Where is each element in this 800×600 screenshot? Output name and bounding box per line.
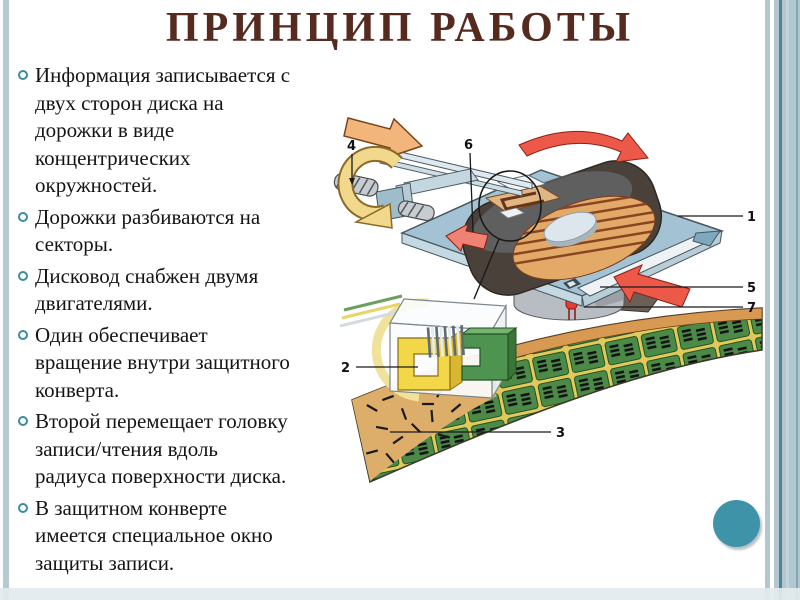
magnifier-circle: [473, 170, 542, 300]
label-6: 6: [464, 138, 473, 153]
callout-labels: [349, 152, 743, 433]
bullet-text: Информация записывается с двух сторон ди…: [35, 63, 291, 197]
bullet-text: Дисковод снабжен двумя двигателями.: [35, 263, 259, 316]
label-4: 4: [347, 139, 356, 154]
insert-arrow-icon: [613, 264, 691, 308]
right-accent-stripes: [764, 0, 800, 600]
head-carriage: [375, 148, 533, 222]
screw-rotation-arrow-icon: [337, 145, 403, 229]
right-medium-line: [796, 0, 798, 600]
disk-hub: [543, 211, 597, 243]
label-5: 5: [747, 281, 756, 296]
rotation-arrow-icon: [518, 130, 649, 163]
floppy-disk: [399, 160, 725, 308]
right-dark-line: [779, 0, 782, 600]
bullet-item: Дорожки разбиваются на секторы.: [16, 204, 334, 259]
label-3: 3: [556, 426, 565, 441]
coil-windings: [426, 325, 465, 358]
right-thin-stripe: [765, 0, 770, 600]
decorative-circle: [713, 500, 760, 547]
head-move-arrow-icon: [445, 222, 489, 252]
bullet-circle-icon: [18, 502, 28, 513]
bullet-item: В защитном конверте имеется специальное …: [16, 495, 334, 578]
bullet-text: Второй перемещает головку записи/чтения …: [35, 409, 288, 488]
label-1: 1: [747, 210, 756, 225]
label-2: 2: [341, 361, 350, 376]
right-light-line: [786, 0, 789, 600]
floppy-drive-diagram: 1 2 3 4 5 6 7: [333, 117, 763, 484]
head-detail-box: [339, 294, 518, 402]
bullet-circle-icon: [18, 211, 28, 222]
bullet-text: Один обеспечивает вращение внутри защитн…: [35, 322, 290, 402]
bullet-list: Информация записывается с двух сторон ди…: [16, 62, 334, 581]
left-accent-stripe: [3, 0, 9, 600]
bullet-circle-icon: [18, 416, 28, 426]
slide-title: ПРИНЦИП РАБОТЫ: [165, 5, 635, 51]
bullet-item: Информация записывается с двух сторон ди…: [16, 62, 334, 200]
bullet-circle-icon: [18, 329, 28, 340]
bullet-text: В защитном конверте имеется специальное …: [35, 495, 273, 575]
bullet-text: Дорожки разбиваются на секторы.: [35, 204, 261, 257]
write-protect-notch: [563, 278, 581, 289]
bullet-item: Один обеспечивает вращение внутри защитн…: [16, 322, 334, 405]
carriage-arrow-icon: [343, 117, 424, 160]
bottom-accent-band: [0, 588, 800, 600]
label-7: 7: [747, 301, 756, 316]
wires: [339, 294, 403, 328]
read-write-head-core: [397, 325, 518, 391]
bullet-item: Дисковод снабжен двумя двигателями.: [16, 263, 334, 318]
bullet-circle-icon: [18, 270, 28, 281]
bullet-item: Второй перемещает головку записи/чтения …: [16, 408, 334, 491]
bullet-circle-icon: [18, 70, 28, 80]
